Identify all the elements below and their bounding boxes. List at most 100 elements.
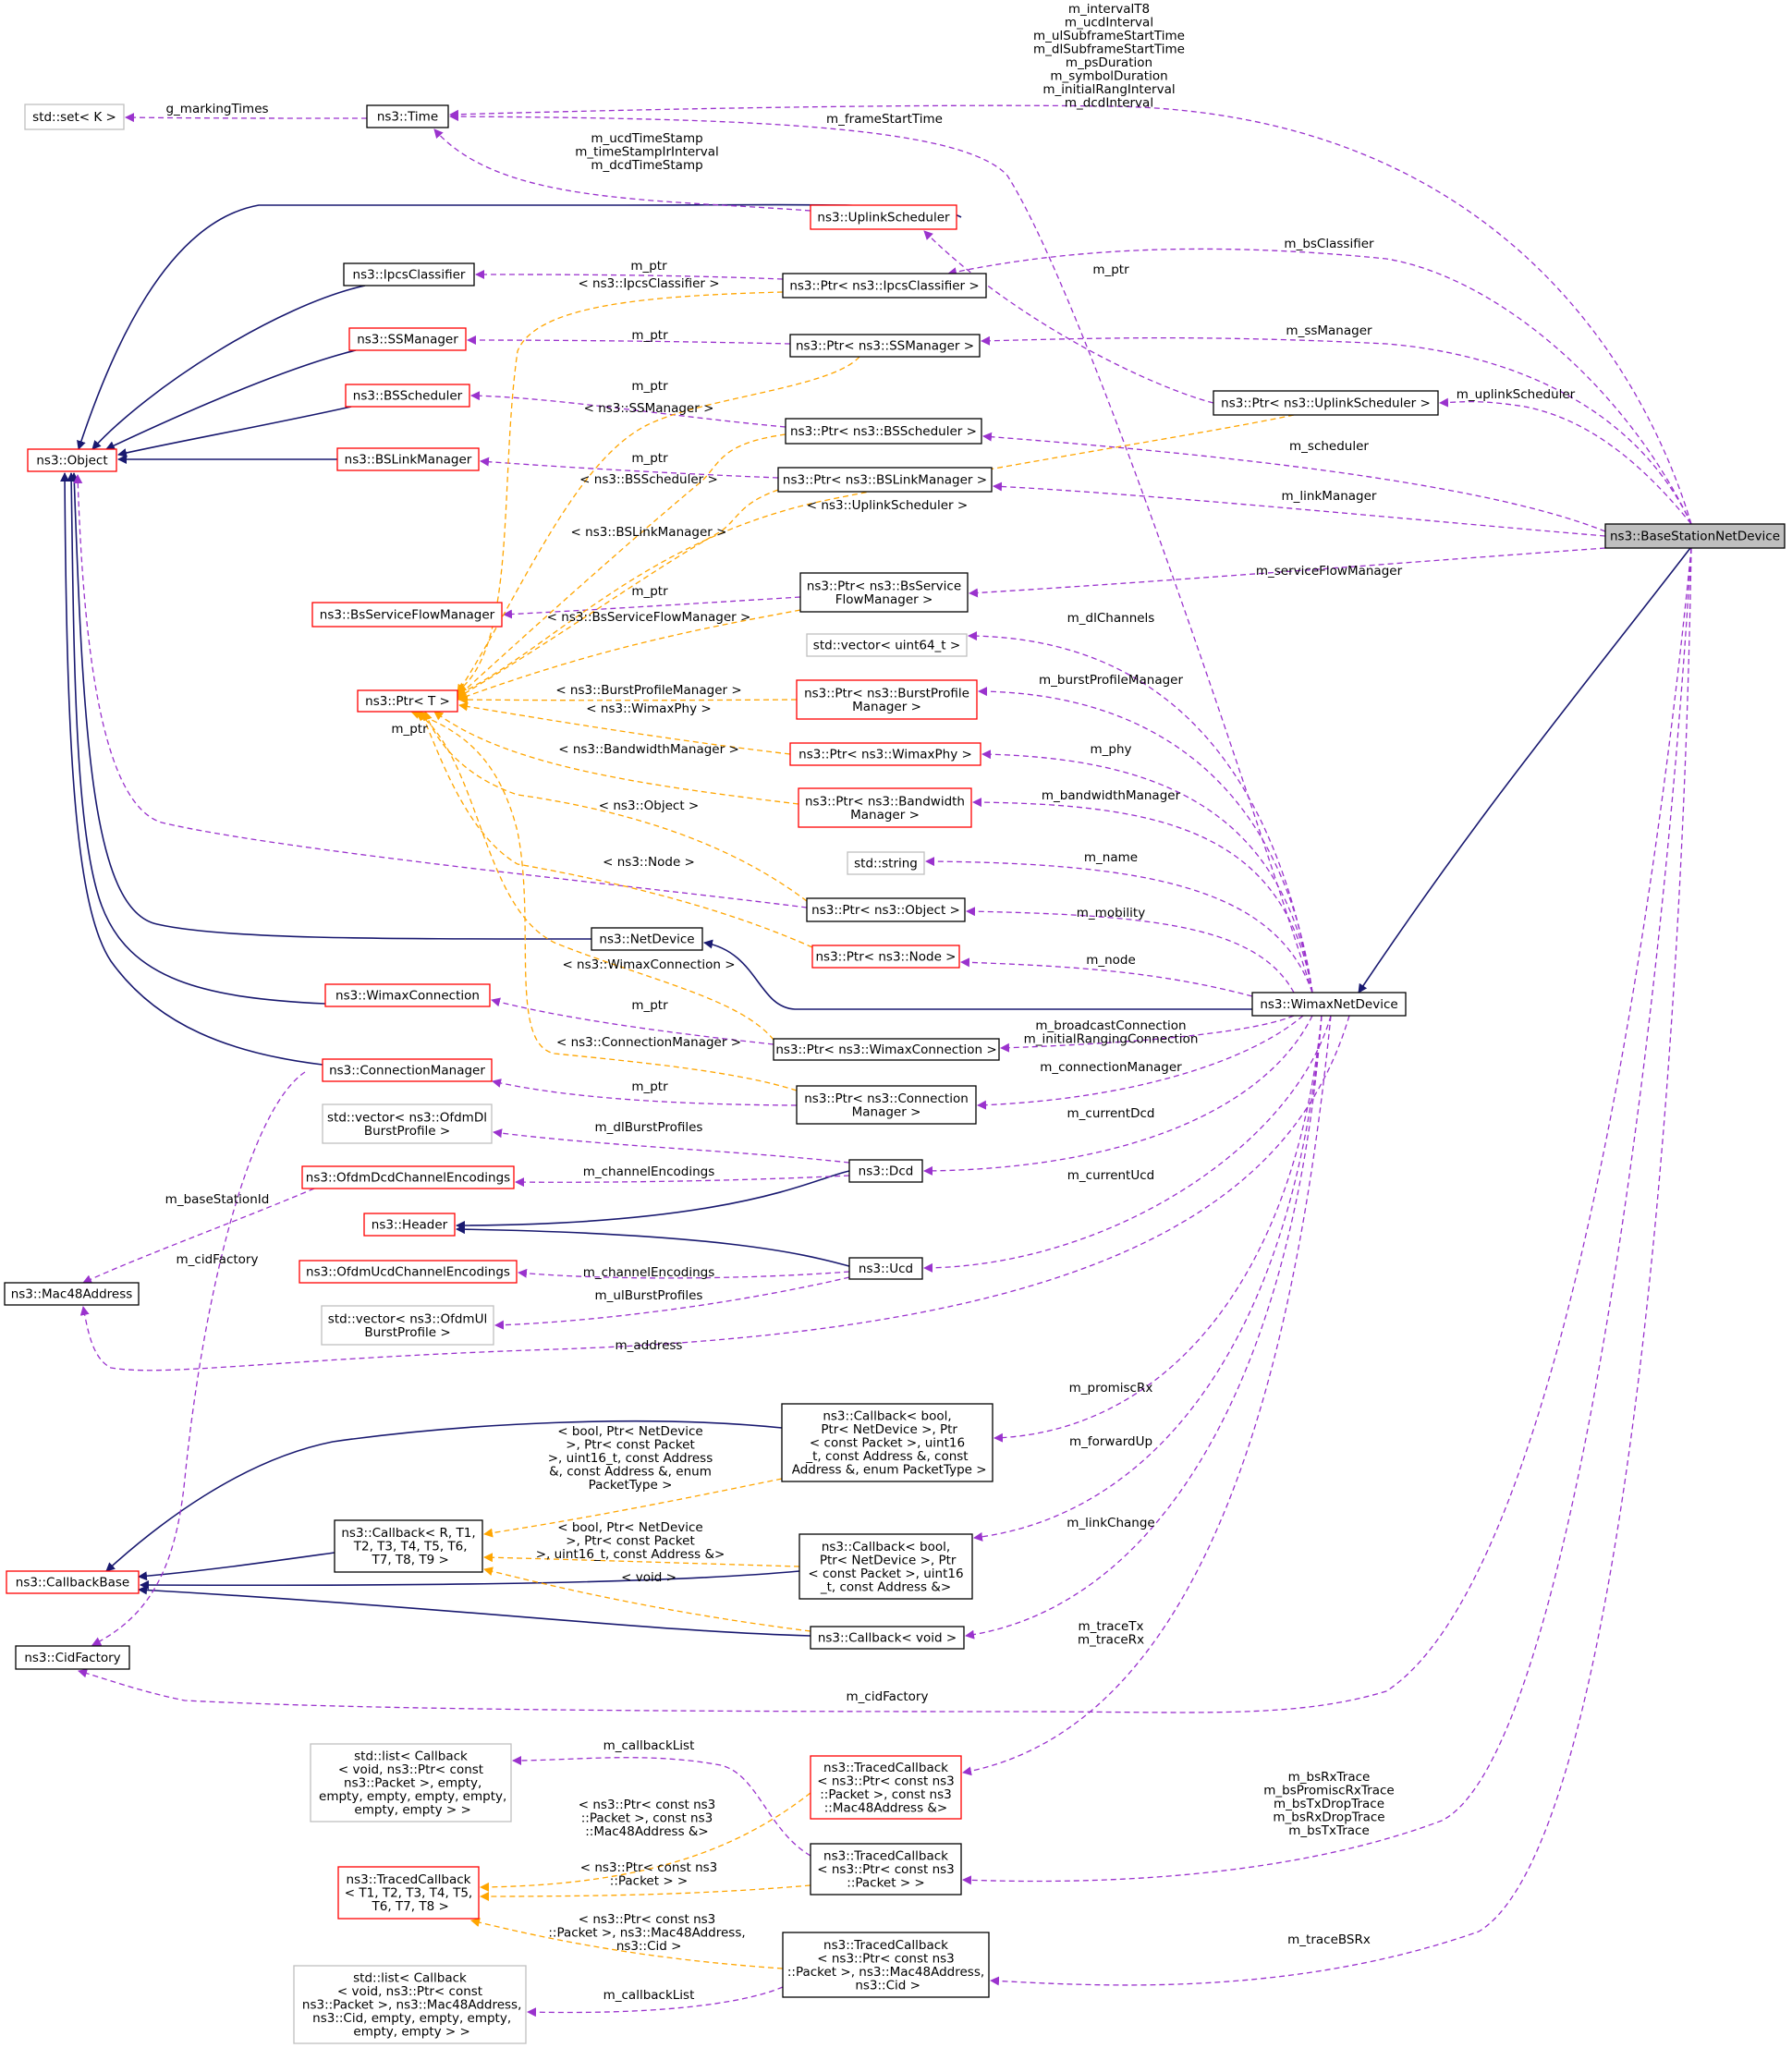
node-box	[366, 104, 449, 128]
node-std-set[interactable]: std::set< K >	[24, 104, 125, 130]
node-base-station[interactable]: ns3::BaseStationNetDevice	[1604, 523, 1786, 549]
node-label: ns3::Dcd	[859, 1164, 914, 1179]
node-std-string[interactable]: std::string	[847, 851, 925, 875]
edge-cbvoid-cbgeneric	[483, 1566, 811, 1632]
node-box	[348, 327, 467, 351]
node-box	[322, 1058, 493, 1082]
node-ptr-bssched[interactable]: ns3::Ptr< ns3::BSScheduler >	[785, 418, 982, 445]
node-ptr-ipcs[interactable]: ns3::Ptr< ns3::IpcsClassifier >	[782, 273, 987, 299]
node-box	[810, 1843, 962, 1896]
node-ptr-object[interactable]: ns3::Ptr< ns3::Object >	[806, 897, 966, 922]
node-traced-generic[interactable]: ns3::TracedCallback< T1, T2, T3, T4, T5,…	[337, 1866, 480, 1920]
edge-wimaxnetdevice-tracedmac	[962, 1015, 1332, 1776]
edge-basestation-ptruplink	[1439, 397, 1692, 525]
edge-label-m-channel-encodings-dcd: m_channelEncodings	[583, 1164, 715, 1179]
node-uplink-scheduler[interactable]: ns3::UplinkScheduler	[810, 204, 957, 230]
node-ptr-phy[interactable]: ns3::Ptr< ns3::WimaxPhy >	[789, 742, 981, 766]
node-cb-promisc[interactable]: ns3::Callback< bool, Ptr< NetDevice >, P…	[781, 1403, 994, 1482]
node-box	[310, 1743, 512, 1822]
node-box	[24, 104, 125, 130]
node-ptr-t[interactable]: ns3::Ptr< T >	[357, 689, 458, 713]
edge-label-tmpl-node: < ns3::Node >	[603, 855, 695, 870]
edge-label-m-connection-manager: m_connectionManager	[1040, 1060, 1182, 1075]
node-wimax-net-device[interactable]: ns3::WimaxNetDevice	[1251, 992, 1407, 1017]
node-label: ns3::BsServiceFlowManager	[320, 608, 495, 623]
edge-ucd-vectorul	[494, 1276, 850, 1330]
node-ptr-ss[interactable]: ns3::Ptr< ns3::SSManager >	[789, 334, 981, 358]
edge-label-tmpl-cb-forward: < bool, Ptr< NetDevice>, Ptr< const Pack…	[536, 1520, 725, 1562]
node-wimax-connection[interactable]: ns3::WimaxConnection	[324, 983, 491, 1007]
edge-ptripcs-ipcs	[475, 270, 784, 280]
node-label: ns3::TracedCallback< ns3::Ptr< const ns3…	[817, 1761, 955, 1816]
node-traced-mac[interactable]: ns3::TracedCallback< ns3::Ptr< const ns3…	[810, 1755, 962, 1820]
node-ptr-node[interactable]: ns3::Ptr< ns3::Node >	[811, 945, 960, 969]
edge-ptrburst-ptrt	[458, 695, 798, 705]
edge-ptrbsservice-ptrt	[457, 609, 801, 701]
node-header[interactable]: ns3::Header	[363, 1213, 456, 1237]
node-bs-service-flow-manager[interactable]: ns3::BsServiceFlowManager	[311, 602, 503, 628]
node-label: ns3::WimaxNetDevice	[1260, 997, 1397, 1012]
node-box	[299, 1260, 518, 1284]
node-vector-uint64[interactable]: std::vector< uint64_t >	[806, 633, 968, 657]
node-traced-packet[interactable]: ns3::TracedCallback< ns3::Ptr< const ns3…	[810, 1843, 962, 1896]
node-time[interactable]: ns3::Time	[366, 104, 449, 128]
edge-connectionmanager-object	[60, 472, 323, 1066]
node-box	[293, 1965, 527, 2044]
node-mac48[interactable]: ns3::Mac48Address	[4, 1282, 140, 1306]
edge-ptrss-ptrt	[457, 356, 860, 694]
node-callback-base[interactable]: ns3::CallbackBase	[6, 1570, 140, 1594]
edge-ptripcs-ptrt	[457, 291, 784, 692]
edge-basestation-ptrbsservice	[969, 547, 1606, 598]
node-box	[848, 1257, 923, 1280]
node-net-device[interactable]: ns3::NetDevice	[591, 927, 703, 951]
node-list-cb-packet[interactable]: std::list< Callback< void, ns3::Ptr< con…	[310, 1743, 512, 1822]
edge-label-m-base-station-id: m_baseStationId	[165, 1192, 270, 1207]
edge-label-tmpl-phy: < ns3::WimaxPhy >	[586, 701, 711, 716]
edge-basestation-tracedpacket	[962, 547, 1692, 1885]
edge-ptrss-ssmanager	[467, 335, 791, 346]
node-label: ns3::WimaxConnection	[335, 989, 480, 1004]
node-bs-link-manager[interactable]: ns3::BSLinkManager	[336, 447, 480, 471]
edge-ptrbssched-bsscheduler	[470, 391, 786, 428]
node-object[interactable]: ns3::Object	[27, 448, 117, 472]
edge-label-m-burst-profile-manager: m_burstProfileManager	[1039, 673, 1184, 688]
node-box	[301, 1165, 515, 1189]
edge-label-m-dl-channels: m_dlChannels	[1067, 611, 1155, 626]
node-cb-generic[interactable]: ns3::Callback< R, T1, T2, T3, T4, T5, T6…	[334, 1519, 483, 1573]
node-ptr-uplink[interactable]: ns3::Ptr< ns3::UplinkScheduler >	[1213, 390, 1439, 416]
node-ofdm-dcd[interactable]: ns3::OfdmDcdChannelEncodings	[301, 1165, 515, 1189]
edge-label-m-current-ucd: m_currentUcd	[1067, 1168, 1154, 1183]
node-list-cb-cid[interactable]: std::list< Callback< void, ns3::Ptr< con…	[293, 1965, 527, 2044]
node-box	[806, 633, 968, 657]
edge-label-tmpl-bandwidth: < ns3::BandwidthManager >	[558, 742, 739, 757]
node-ipcs-classifier[interactable]: ns3::IpcsClassifier	[343, 262, 475, 286]
node-bs-scheduler[interactable]: ns3::BSScheduler	[345, 384, 470, 408]
edge-label-tmpl-traced-packet: < ns3::Ptr< const ns3::Packet > >	[580, 1860, 718, 1889]
node-traced-cid[interactable]: ns3::TracedCallback< ns3::Ptr< const ns3…	[782, 1932, 990, 1998]
node-box	[799, 572, 969, 613]
node-ptr-wimaxconn[interactable]: ns3::Ptr< ns3::WimaxConnection >	[773, 1038, 1000, 1061]
node-cb-forward[interactable]: ns3::Callback< bool, Ptr< NetDevice >, P…	[798, 1533, 973, 1600]
edge-tracedpacket-tracedgeneric	[480, 1884, 811, 1901]
node-ss-manager[interactable]: ns3::SSManager	[348, 327, 467, 351]
node-box	[343, 262, 475, 286]
node-cid-factory[interactable]: ns3::CidFactory	[15, 1645, 130, 1670]
node-ptr-bslink[interactable]: ns3::Ptr< ns3::BSLinkManager >	[777, 467, 993, 493]
edge-wimaxnetdevice-netdevice	[703, 939, 1252, 1010]
edge-cbforward-callbackbase	[140, 1570, 800, 1591]
node-dcd[interactable]: ns3::Dcd	[848, 1159, 923, 1183]
node-ucd[interactable]: ns3::Ucd	[848, 1257, 923, 1280]
node-ofdm-ucd[interactable]: ns3::OfdmUcdChannelEncodings	[299, 1260, 518, 1284]
node-cb-void[interactable]: ns3::Callback< void >	[810, 1626, 965, 1650]
edge-ptrbslink-ptrt	[457, 489, 779, 699]
node-connection-manager[interactable]: ns3::ConnectionManager	[322, 1058, 493, 1082]
